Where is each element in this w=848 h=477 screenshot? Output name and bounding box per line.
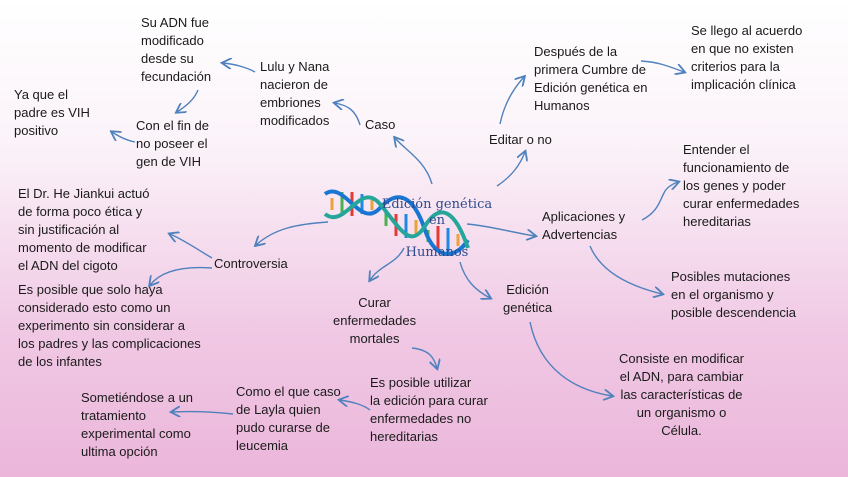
node-editar-o-no: Editar o no bbox=[489, 132, 552, 147]
node-caso: Caso bbox=[365, 117, 396, 132]
link-controversia-he bbox=[170, 234, 213, 259]
node-sometiendose: Sometiéndose a un tratamiento experiment… bbox=[81, 390, 194, 459]
node-aplicaciones: Aplicaciones y Advertencias bbox=[542, 209, 626, 242]
link-aplicaciones-entender bbox=[641, 182, 678, 221]
link-editar-cumbre bbox=[499, 77, 524, 125]
link-center-editar bbox=[496, 152, 525, 187]
node-experimento: Es posible que solo haya considerado est… bbox=[18, 282, 201, 369]
node-acuerdo: Se llego al acuerdo en que no existen cr… bbox=[691, 23, 803, 92]
node-curar: Curar enfermedades mortales bbox=[333, 295, 417, 346]
node-he-jiankui: El Dr. He Jiankui actuó de forma poco ét… bbox=[18, 186, 150, 273]
link-center-caso bbox=[395, 138, 433, 185]
node-controversia: Controversia bbox=[214, 256, 288, 271]
center-title-line1: Edición genética en bbox=[381, 197, 493, 228]
link-aplicaciones-mutaciones bbox=[589, 245, 662, 294]
link-center-controversia bbox=[256, 221, 329, 245]
link-controversia-experimento bbox=[150, 266, 213, 285]
node-entender: Entender el funcionamiento de los genes … bbox=[683, 142, 800, 229]
node-lulu-nana: Lulu y Nana nacieron de embriones modifi… bbox=[260, 59, 330, 128]
dna-helix-icon bbox=[323, 189, 470, 256]
link-caso-lulu bbox=[335, 103, 361, 126]
link-center-curar bbox=[370, 247, 405, 280]
link-center-edicion bbox=[459, 261, 490, 298]
center-title-line2: Humanos bbox=[405, 245, 469, 260]
node-mutaciones: Posibles mutaciones en el organismo y po… bbox=[671, 269, 797, 320]
link-adn-fin bbox=[177, 89, 199, 112]
node-padre-vih: Ya que el padre es VIH positivo bbox=[14, 87, 90, 138]
center-title: Edición genética en Humanos bbox=[372, 181, 502, 277]
link-fin-padre bbox=[112, 132, 136, 143]
link-layla-sometiendose bbox=[172, 412, 234, 414]
link-lulu-adn bbox=[223, 63, 256, 73]
link-cumbre-acuerdo bbox=[640, 60, 684, 72]
node-cumbre: Después de la primera Cumbre de Edición … bbox=[534, 44, 648, 113]
node-posible-utilizar: Es posible utilizar la edición para cura… bbox=[370, 375, 488, 444]
node-fin-vih: Con el fin de no poseer el gen de VIH bbox=[136, 118, 209, 169]
link-curar-utilizar bbox=[411, 347, 437, 368]
link-utilizar-layla bbox=[340, 400, 371, 411]
link-center-aplicaciones bbox=[466, 223, 535, 236]
node-layla: Como el que caso de Layla quien pudo cur… bbox=[236, 384, 341, 453]
node-consiste: Consiste en modificar el ADN, para cambi… bbox=[619, 351, 744, 438]
link-edicion-consiste bbox=[529, 321, 612, 396]
node-edicion-genetica: Edición genética bbox=[503, 282, 553, 315]
node-adn-modificado: Su ADN fue modificado desde su fecundaci… bbox=[141, 15, 212, 84]
